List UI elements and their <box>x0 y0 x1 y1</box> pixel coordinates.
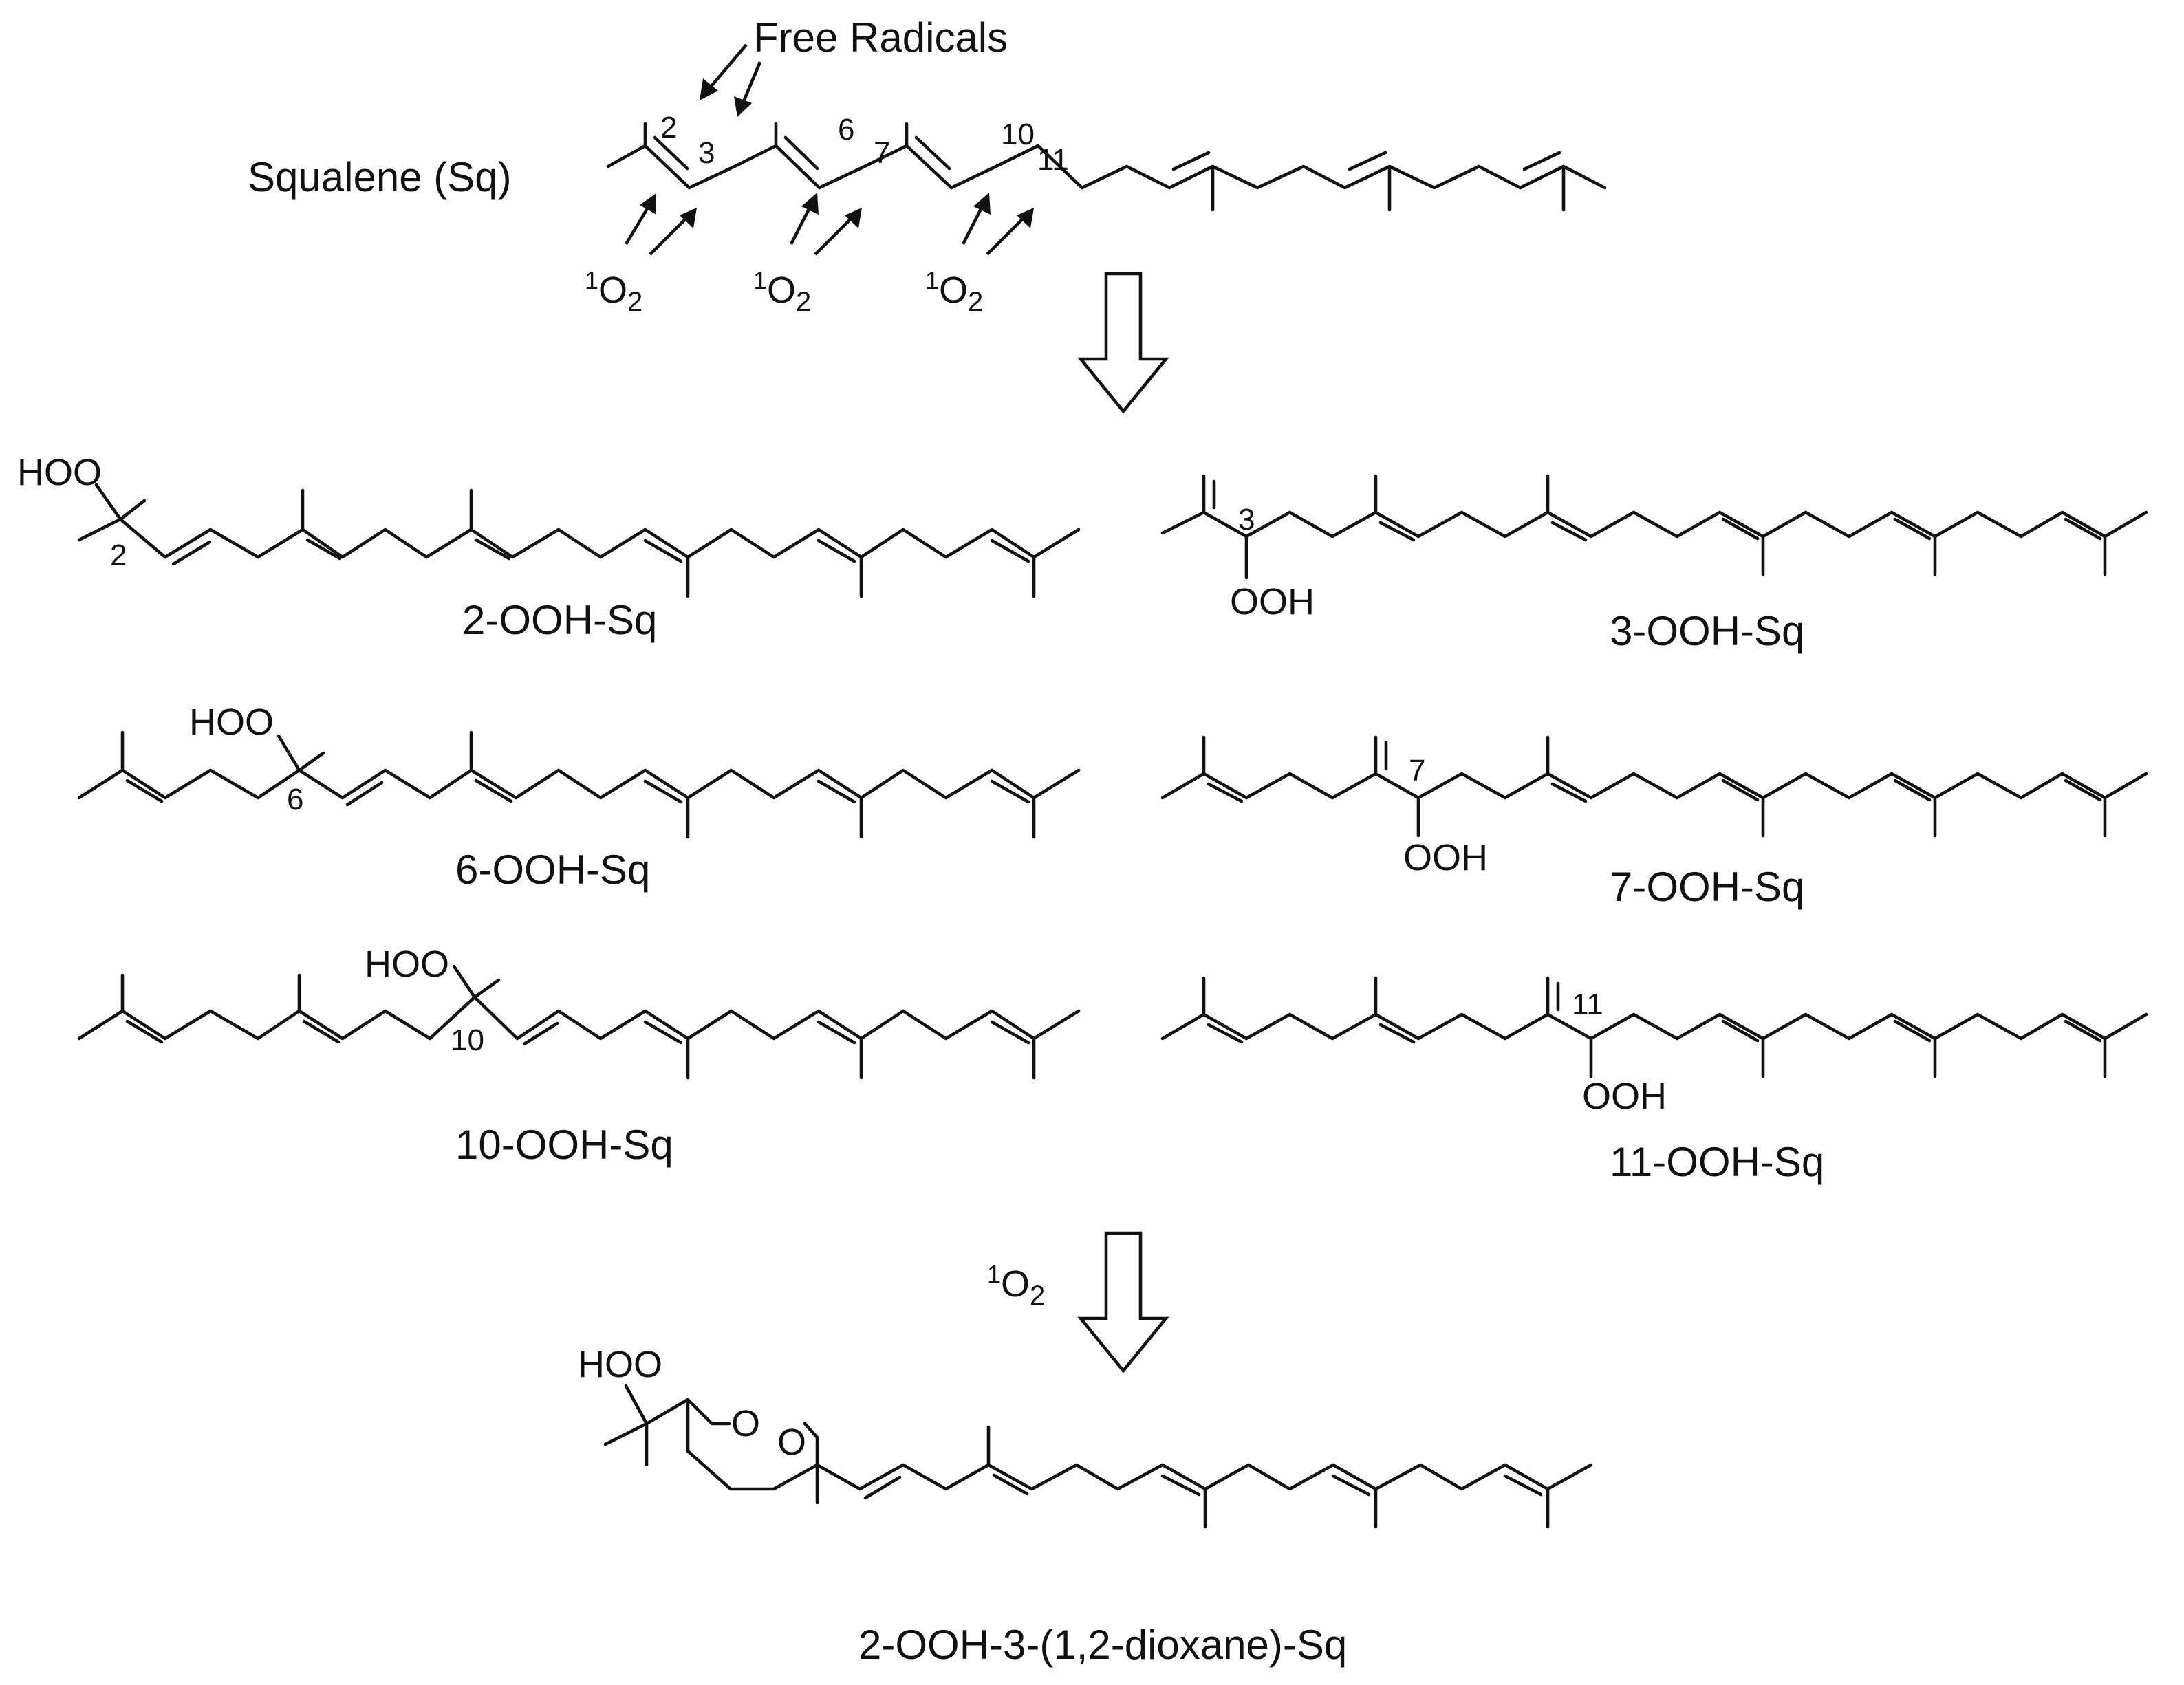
ring-oxygen: O <box>731 1403 760 1444</box>
hoo-group: HOO <box>578 1344 662 1385</box>
free-radicals-label: Free Radicals <box>753 14 1008 61</box>
singlet-oxygen-label: 1O2 <box>987 1260 1045 1311</box>
structure-3-ooh-sq <box>1160 474 2148 580</box>
squalene-label: Squalene (Sq) <box>248 154 512 200</box>
locant-10: 10 <box>451 1023 484 1057</box>
product-label-10-ooh-sq: 10-OOH-Sq <box>455 1122 673 1168</box>
product-label-2-ooh-sq: 2-OOH-Sq <box>462 597 657 643</box>
free-radical-arrows <box>700 43 762 117</box>
locant-2: 2 <box>660 111 677 144</box>
structure-2-ooh-3-dioxane-sq <box>603 1384 1593 1529</box>
product-label-7-ooh-sq: 7-OOH-Sq <box>1610 864 1804 910</box>
ooh-group: OOH <box>1403 837 1488 878</box>
singlet-oxygen-arrows <box>625 193 1034 256</box>
locant-3: 3 <box>1238 503 1255 536</box>
locant-11: 11 <box>1572 988 1603 1021</box>
reaction-arrow-down <box>1077 272 1169 414</box>
structure-10-ooh-sq <box>77 964 1081 1080</box>
squalene-locants: 2 3 6 7 10 11 <box>660 111 1069 177</box>
locant-11: 11 <box>1037 143 1069 177</box>
reaction-arrow-down <box>1077 1231 1169 1373</box>
locant-3: 3 <box>698 136 715 170</box>
structure-7-ooh-sq <box>1160 735 2148 838</box>
locant-6: 6 <box>287 783 303 816</box>
ooh-group: OOH <box>1230 581 1315 622</box>
locant-2: 2 <box>110 539 127 572</box>
product-label-6-ooh-sq: 6-OOH-Sq <box>455 847 650 893</box>
locant-10: 10 <box>1001 118 1035 151</box>
hoo-group: HOO <box>189 702 274 743</box>
product-label-11-ooh-sq: 11-OOH-Sq <box>1610 1139 1824 1185</box>
ring-oxygen: O <box>777 1422 806 1463</box>
ooh-group: OOH <box>1582 1076 1667 1117</box>
structure-2-ooh-sq <box>77 483 1081 598</box>
product-label-final: 2-OOH-3-(1,2-dioxane)-Sq <box>858 1622 1347 1668</box>
locant-7: 7 <box>1409 754 1425 787</box>
singlet-oxygen-label: 1O2 <box>925 266 983 317</box>
squalene-structure <box>606 122 1607 212</box>
hoo-group: HOO <box>365 944 449 985</box>
structure-11-ooh-sq <box>1160 976 2148 1078</box>
locant-6: 6 <box>838 113 854 146</box>
product-label-3-ooh-sq: 3-OOH-Sq <box>1610 608 1804 654</box>
hoo-group: HOO <box>17 452 102 493</box>
structure-6-ooh-sq <box>77 730 1081 839</box>
singlet-oxygen-label: 1O2 <box>585 266 642 317</box>
locant-7: 7 <box>874 136 890 170</box>
singlet-oxygen-label: 1O2 <box>753 266 811 317</box>
